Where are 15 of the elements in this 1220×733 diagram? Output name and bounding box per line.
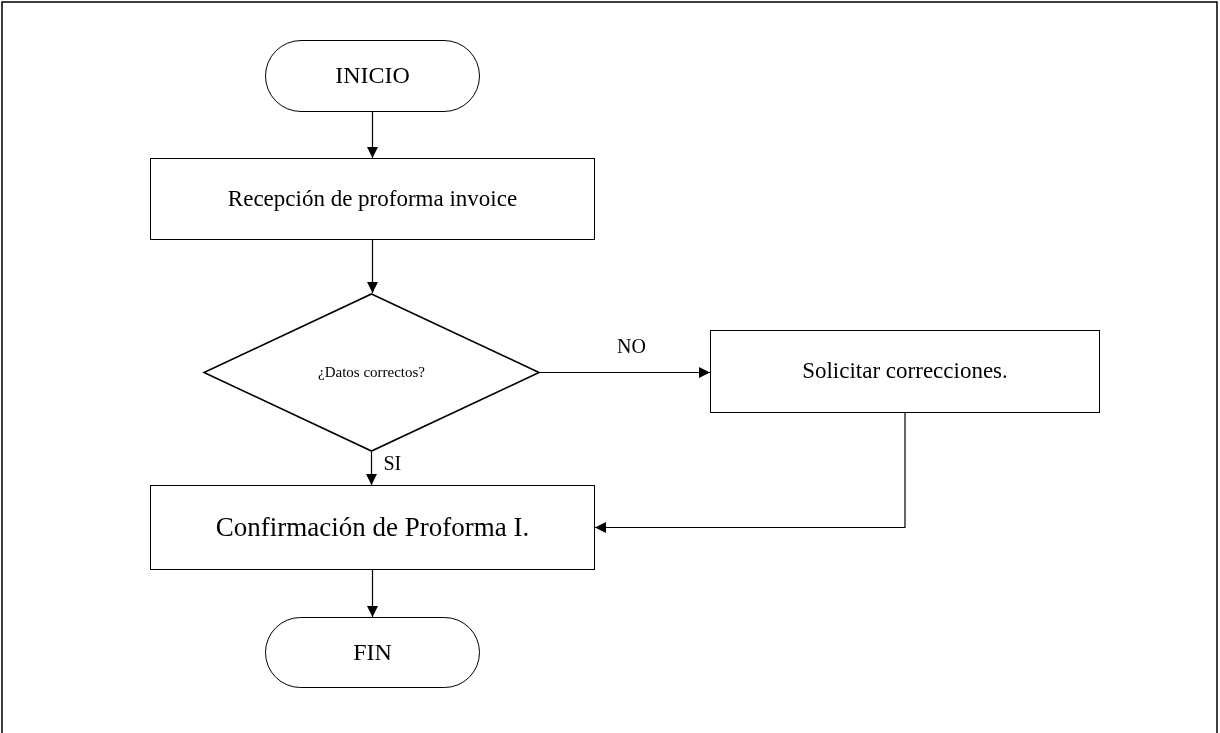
node-text: Solicitar correcciones.: [802, 358, 1008, 385]
arrow: [539, 367, 711, 378]
process-box: [150, 158, 595, 240]
arrow: [594, 412, 906, 533]
node-text: ¿Datos correctos?: [318, 363, 425, 382]
node-text: INICIO: [335, 62, 410, 90]
arrow: [367, 111, 378, 159]
arrow: [366, 451, 377, 486]
arrow: [367, 239, 378, 294]
node-text: FIN: [353, 638, 392, 667]
process-box: [710, 330, 1100, 413]
node-text: Confirmación de Proforma I.: [215, 511, 530, 543]
node-text: Recepción de proforma invoice: [227, 185, 518, 213]
process-box: [150, 485, 595, 570]
arrow: [367, 569, 378, 618]
